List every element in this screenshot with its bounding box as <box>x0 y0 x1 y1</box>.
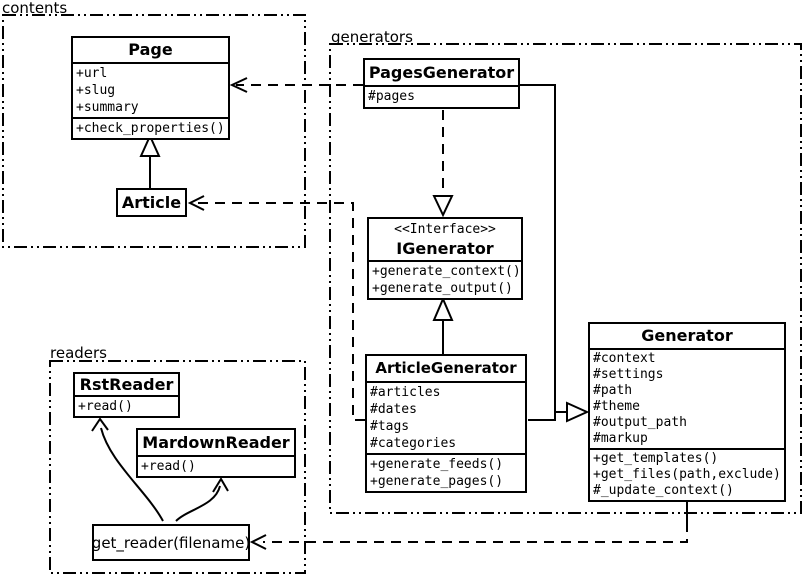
class-igenerator-methods: +generate_context() +generate_output() <box>369 260 521 298</box>
class-article-name: Article <box>121 193 182 212</box>
method: +generate_output() <box>372 281 513 296</box>
attribute: #theme <box>593 399 640 414</box>
method: +read() <box>78 399 133 414</box>
class-generator: Generator #context #settings #path #them… <box>588 322 786 502</box>
class-pagesgenerator-name: PagesGenerator <box>368 63 515 82</box>
attribute: #articles <box>370 385 441 400</box>
class-articlegenerator-attributes: #articles #dates #tags #categories <box>367 381 525 453</box>
class-page-attributes: +url +slug +summary <box>73 62 228 117</box>
attribute: #path <box>593 383 633 398</box>
class-rstreader-methods: +read() <box>75 395 178 416</box>
method: +generate_pages() <box>370 474 504 489</box>
method: +generate_feeds() <box>370 457 504 472</box>
package-label-readers: readers <box>50 344 107 362</box>
open-arrowhead-icon <box>229 77 248 93</box>
attribute: +summary <box>76 100 139 115</box>
package-label-generators: generators <box>331 28 413 46</box>
class-mardownreader-name: MardownReader <box>142 433 290 452</box>
attribute: #settings <box>593 367 664 382</box>
hollow-triangle-icon <box>432 296 454 321</box>
edge-generators-to-generator-generalization <box>520 84 590 423</box>
edge-generator-to-getreader-dependency <box>249 501 688 550</box>
open-arrowhead-icon <box>187 195 205 211</box>
attribute: #tags <box>370 419 410 434</box>
method: +get_templates() <box>593 451 719 466</box>
class-rstreader: RstReader +read() <box>73 372 180 418</box>
attribute: +url <box>76 66 108 81</box>
open-arrowhead-icon <box>249 534 267 550</box>
method: +generate_context() <box>372 264 521 279</box>
edge-articlegenerator-to-article-dependency <box>187 195 365 421</box>
class-generator-attributes: #context #settings #path #theme #output_… <box>590 348 784 448</box>
class-articlegenerator-methods: +generate_feeds() +generate_pages() <box>367 453 525 491</box>
class-mardownreader: MardownReader +read() <box>136 428 296 478</box>
hollow-triangle-icon <box>432 195 454 218</box>
class-articlegenerator-name: ArticleGenerator <box>375 359 517 377</box>
class-generator-methods: +get_templates() +get_files(path,exclude… <box>590 448 784 500</box>
attribute: #markup <box>593 431 648 446</box>
class-page-methods: +check_properties() <box>73 117 228 138</box>
open-arrowhead-icon <box>91 417 109 432</box>
package-label-contents: contents <box>2 0 68 17</box>
method: +read() <box>141 459 196 474</box>
package-readers-border <box>49 360 306 574</box>
class-page: Page +url +slug +summary +check_properti… <box>71 36 230 140</box>
function-box-get-reader: get_reader(filename) <box>92 524 250 561</box>
package-contents-border <box>2 14 306 248</box>
class-igenerator-name: IGenerator <box>396 239 494 258</box>
attribute: #pages <box>368 89 415 104</box>
method: #_update_context() <box>593 483 734 498</box>
hollow-triangle-icon <box>566 401 590 423</box>
class-mardownreader-methods: +read() <box>138 455 294 476</box>
class-page-name: Page <box>128 40 173 59</box>
edge-getreader-to-mardownreader <box>175 477 229 522</box>
attribute: #context <box>593 351 656 366</box>
hollow-triangle-icon <box>139 133 161 157</box>
method: +check_properties() <box>76 121 225 136</box>
attribute: #output_path <box>593 415 687 430</box>
edge-articlegenerator-to-igenerator-generalization <box>432 296 454 354</box>
attribute: #categories <box>370 436 457 451</box>
attribute: #dates <box>370 402 417 417</box>
class-generator-name: Generator <box>641 326 733 345</box>
edge-article-to-page-generalization <box>139 133 161 188</box>
function-box-get-reader-label: get_reader(filename) <box>91 533 251 552</box>
class-pagesgenerator: PagesGenerator #pages <box>363 58 520 109</box>
class-rstreader-name: RstReader <box>79 375 174 394</box>
class-igenerator-stereotype: <<Interface>> <box>394 222 496 237</box>
edge-getreader-to-rstreader <box>91 417 164 522</box>
open-arrowhead-icon <box>212 477 229 493</box>
class-articlegenerator: ArticleGenerator #articles #dates #tags … <box>365 354 527 493</box>
attribute: +slug <box>76 83 116 98</box>
edge-pagesgenerator-to-page-dependency <box>229 77 363 93</box>
edge-pagesgenerator-to-igenerator-realization <box>432 110 454 218</box>
package-generators-border <box>329 43 802 514</box>
class-igenerator: <<Interface>> IGenerator +generate_conte… <box>367 217 523 300</box>
method: +get_files(path,exclude) <box>593 467 781 482</box>
class-pagesgenerator-attributes: #pages <box>365 85 518 107</box>
class-article: Article <box>116 188 187 217</box>
